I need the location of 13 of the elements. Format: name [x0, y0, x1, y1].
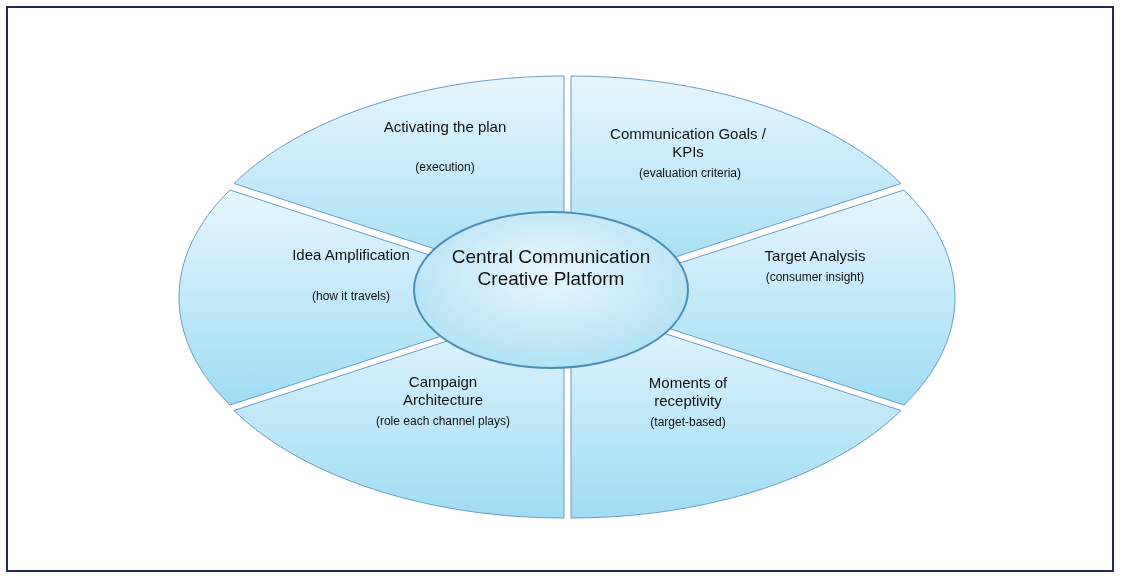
segment-note: (how it travels)	[311, 289, 391, 304]
segment-heading: Campaign Architecture	[401, 373, 484, 409]
segment-heading: Activating the plan	[382, 118, 508, 136]
center-label: Central Communication Creative Platform	[450, 246, 652, 290]
segment-note: (role each channel plays)	[374, 414, 511, 429]
segment-heading: Idea Amplification	[291, 246, 411, 264]
segment-heading: Moments of receptivity	[647, 374, 729, 410]
segment-note: (execution)	[414, 160, 476, 175]
segment-note: (target-based)	[649, 415, 727, 430]
segment-note: (consumer insight)	[764, 270, 866, 285]
segment-heading: Communication Goals / KPIs	[609, 125, 767, 161]
segment-note: (evaluation criteria)	[637, 166, 742, 181]
segment-heading: Target Analysis	[763, 247, 867, 265]
